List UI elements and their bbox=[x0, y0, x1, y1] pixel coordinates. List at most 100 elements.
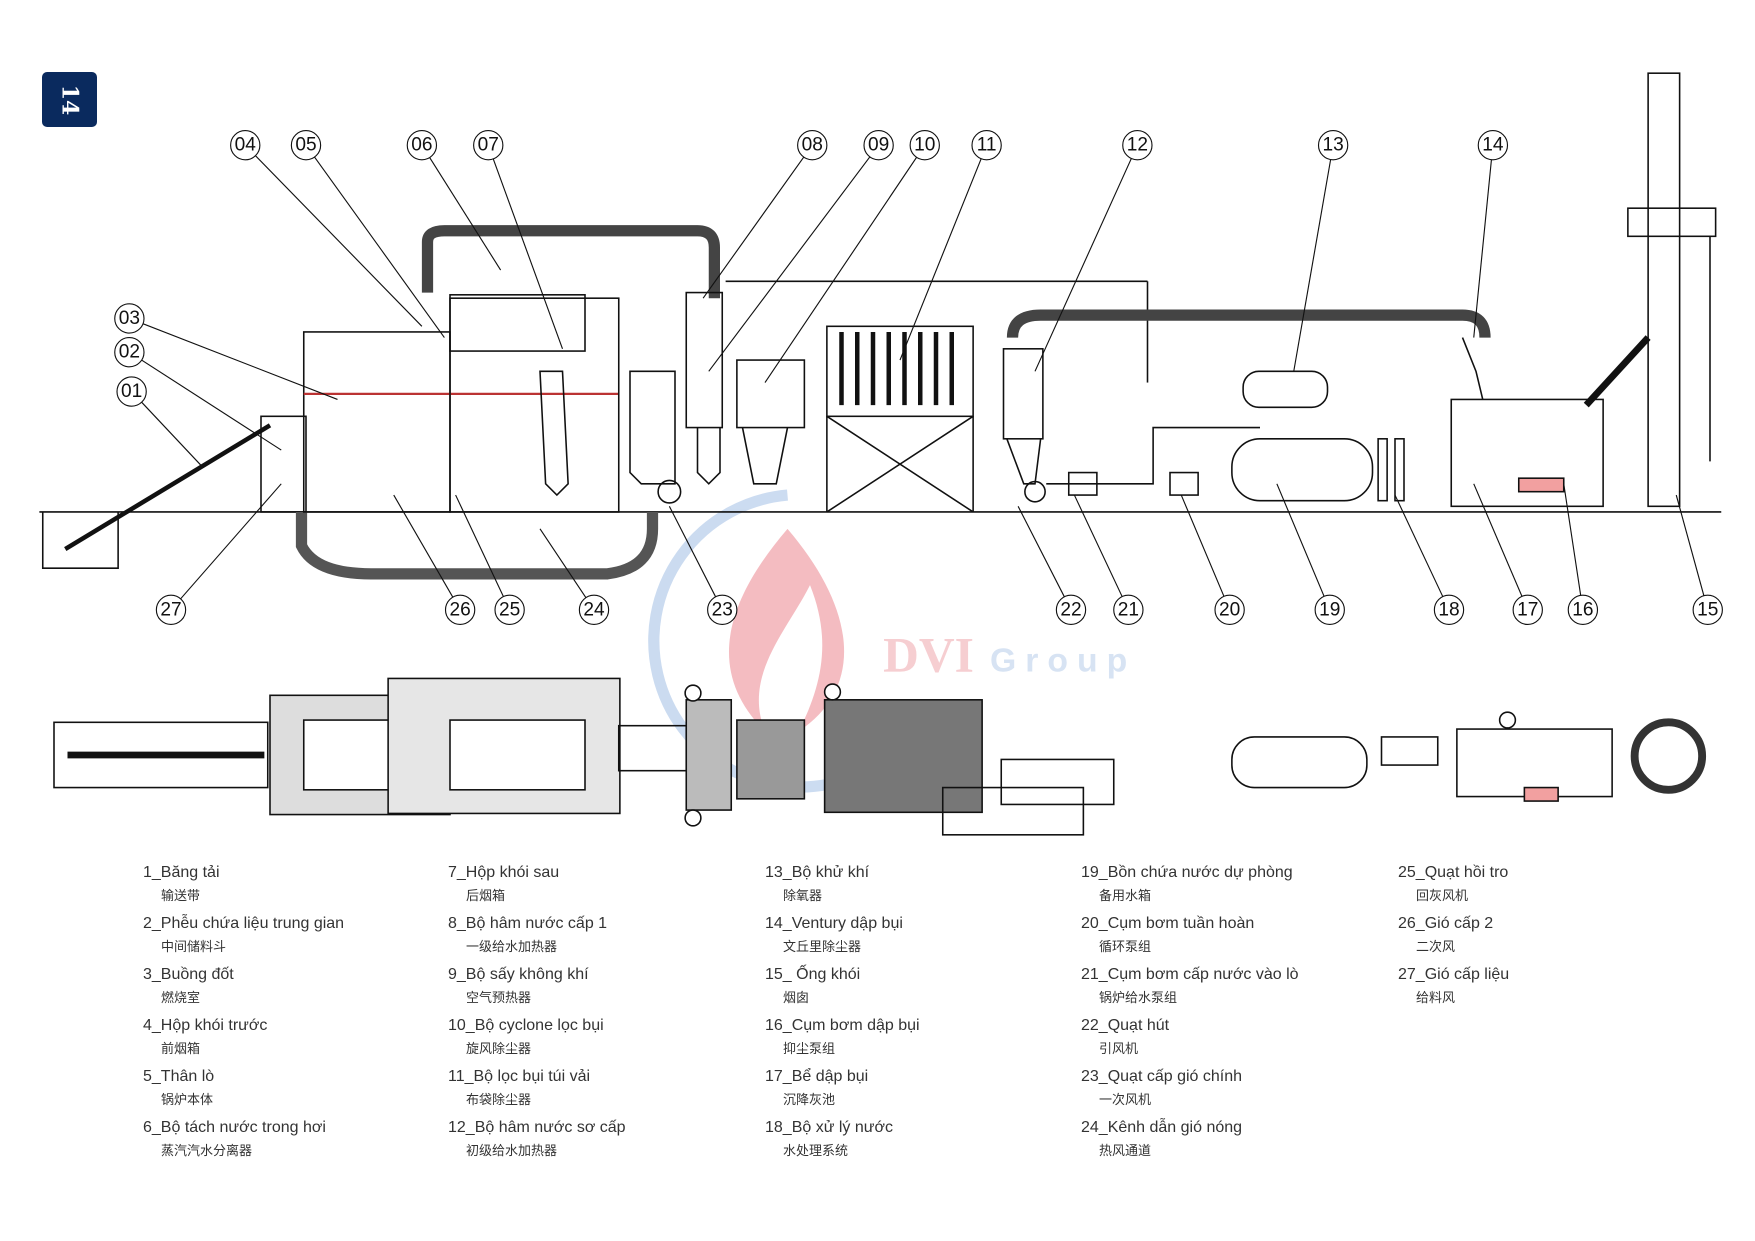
legend-label-zh: 水处理系统 bbox=[783, 1144, 849, 1159]
legend-label-vi: 23_Quạt cấp gió chính bbox=[1081, 1068, 1243, 1085]
callout-number: 24 bbox=[583, 599, 605, 620]
legend-label-vi: 16_Cụm bơm dập bụi bbox=[765, 1017, 920, 1034]
callout-13: 13 bbox=[1293, 130, 1349, 372]
filter-bags bbox=[839, 331, 954, 406]
plan-water-treatment bbox=[1380, 736, 1439, 766]
callout-number: 23 bbox=[712, 599, 733, 620]
legend-label-vi: 20_Cụm bơm tuần hoàn bbox=[1081, 915, 1255, 932]
legend-label-zh: 一次风机 bbox=[1099, 1093, 1152, 1108]
callout-07: 07 bbox=[473, 130, 564, 350]
plan-chimney bbox=[1630, 718, 1707, 794]
cyclone bbox=[741, 427, 789, 485]
callout-number: 16 bbox=[1572, 599, 1593, 620]
callout-18: 18 bbox=[1394, 494, 1465, 625]
legend-label-vi: 25_Quạt hồi tro bbox=[1398, 864, 1509, 881]
circulation-pump-group bbox=[1169, 471, 1199, 496]
plan-duct bbox=[617, 724, 688, 772]
venturi bbox=[1461, 337, 1484, 400]
steam-drum bbox=[449, 294, 586, 352]
callout-21: 21 bbox=[1073, 494, 1144, 625]
legend-label-vi: 1_Băng tải bbox=[143, 864, 220, 881]
legend-label-zh: 热风通道 bbox=[1099, 1144, 1152, 1159]
callout-10: 10 bbox=[764, 130, 940, 383]
air-preheater bbox=[736, 359, 806, 429]
callout-27: 27 bbox=[155, 483, 282, 625]
callout-number: 03 bbox=[119, 308, 140, 329]
watermark-sub: Group bbox=[990, 642, 1136, 680]
legend-item: 22_Quạt hút 引风机 bbox=[1081, 1017, 1169, 1057]
legend-label-vi: 12_Bộ hâm nước sơ cấp bbox=[448, 1119, 626, 1136]
callout-number: 11 bbox=[977, 135, 997, 156]
legend-label-vi: 17_Bể dập bụi bbox=[765, 1068, 869, 1085]
legend-label-vi: 22_Quạt hút bbox=[1081, 1017, 1170, 1034]
callout-number: 12 bbox=[1127, 135, 1148, 156]
legend-label-zh: 前烟箱 bbox=[161, 1042, 201, 1057]
legend-label-zh: 中间储料斗 bbox=[161, 940, 227, 955]
legend-label-zh: 引风机 bbox=[1099, 1042, 1139, 1057]
callout-number: 26 bbox=[449, 599, 470, 620]
callout-number: 20 bbox=[1219, 599, 1240, 620]
economizer bbox=[685, 291, 724, 429]
callout-04: 04 bbox=[230, 130, 423, 327]
callout-14: 14 bbox=[1473, 130, 1509, 338]
primary-economizer bbox=[1002, 348, 1044, 440]
callout-number: 04 bbox=[235, 135, 257, 156]
legend-label-zh: 燃烧室 bbox=[161, 991, 201, 1006]
legend-label-zh: 锅炉本体 bbox=[161, 1093, 214, 1108]
legend-label-vi: 24_Kênh dẫn gió nóng bbox=[1081, 1119, 1243, 1136]
plan-view bbox=[53, 677, 1707, 836]
legend-item: 16_Cụm bơm dập bụi 抑尘泵组 bbox=[765, 1017, 920, 1057]
legend-item: 23_Quạt cấp gió chính 一次风机 bbox=[1081, 1068, 1242, 1108]
callout-25: 25 bbox=[455, 494, 525, 625]
plan-conveyor bbox=[53, 721, 269, 789]
callout-15: 15 bbox=[1675, 494, 1723, 625]
legend-label-vi: 2_Phễu chứa liệu trung gian bbox=[143, 915, 345, 932]
water-treatment-column bbox=[1394, 438, 1405, 502]
plan-economizer bbox=[685, 699, 733, 811]
legend-label-zh: 锅炉给水泵组 bbox=[1099, 991, 1178, 1006]
callout-number: 18 bbox=[1438, 599, 1459, 620]
deaerator bbox=[1242, 370, 1329, 409]
legend-label-vi: 26_Gió cấp 2 bbox=[1398, 915, 1494, 932]
primary-air-duct bbox=[629, 370, 676, 485]
legend-label-zh: 抑尘泵组 bbox=[783, 1042, 836, 1057]
legend-label-vi: 21_Cụm bơm cấp nước vào lò bbox=[1081, 966, 1299, 983]
settling-pool bbox=[1450, 398, 1604, 508]
legend-label-vi: 27_Gió cấp liệu bbox=[1398, 966, 1510, 983]
plan-economizer-2 bbox=[1000, 758, 1115, 806]
callout-number: 19 bbox=[1319, 599, 1340, 620]
callout-number: 09 bbox=[868, 135, 889, 156]
bag-filter-frame bbox=[826, 415, 974, 513]
dust-pump bbox=[1517, 477, 1565, 493]
callout-22: 22 bbox=[1017, 506, 1087, 625]
legend-label-vi: 8_Bộ hâm nước cấp 1 bbox=[448, 915, 608, 932]
water-treatment-column bbox=[1377, 438, 1388, 502]
watermark-brand: DVI bbox=[883, 628, 974, 683]
legend-label-zh: 输送带 bbox=[161, 889, 201, 904]
legend-label-vi: 13_Bộ khử khí bbox=[765, 864, 870, 881]
plan-bag-filter bbox=[823, 699, 983, 814]
callout-number: 02 bbox=[119, 342, 140, 363]
callout-number: 25 bbox=[499, 599, 520, 620]
callout-number: 10 bbox=[914, 135, 935, 156]
callout-17: 17 bbox=[1473, 483, 1543, 625]
callout-number: 01 bbox=[121, 381, 142, 402]
chimney bbox=[1647, 72, 1681, 508]
callout-number: 08 bbox=[802, 135, 823, 156]
callout-number: 06 bbox=[411, 135, 432, 156]
callout-number: 14 bbox=[1482, 135, 1504, 156]
plan-tank bbox=[1231, 736, 1368, 789]
callout-number: 05 bbox=[295, 135, 316, 156]
